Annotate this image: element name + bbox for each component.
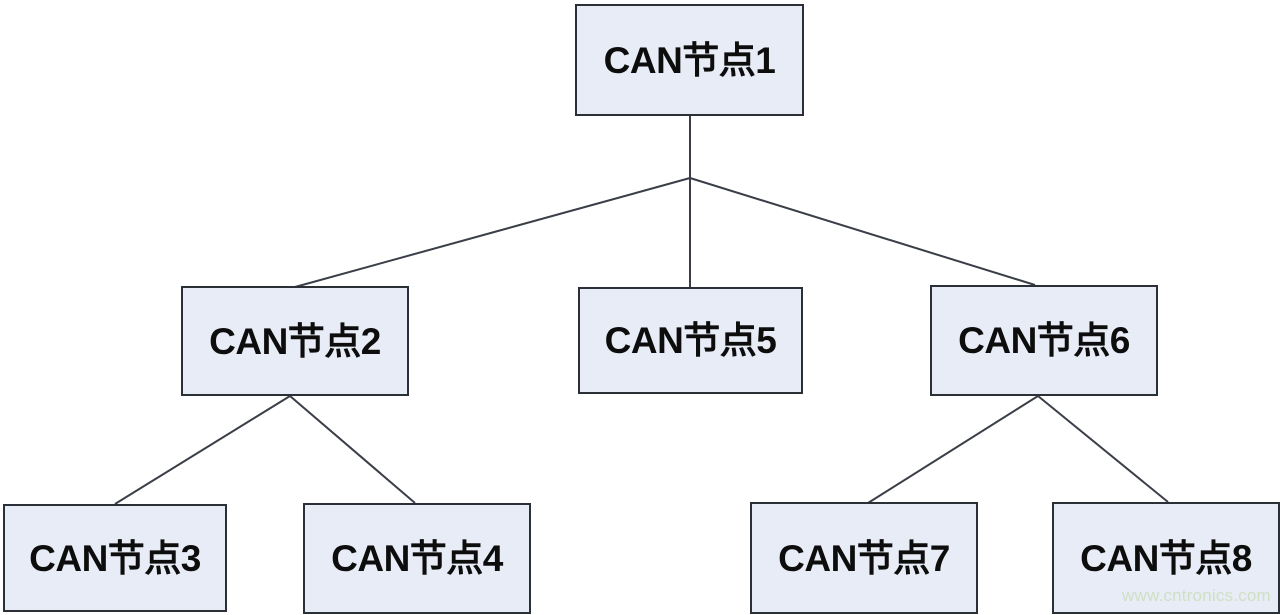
edge-node6-node7 [867, 395, 1039, 504]
node-node7[interactable]: CAN节点7 [750, 502, 978, 614]
node-node2[interactable]: CAN节点2 [181, 286, 409, 396]
node-label: CAN节点3 [29, 537, 201, 579]
node-label: CAN节点5 [604, 320, 777, 361]
edge-node2-node4 [289, 395, 416, 504]
node-node8[interactable]: CAN节点8 [1052, 502, 1280, 614]
node-node1[interactable]: CAN节点1 [575, 4, 804, 116]
node-node6[interactable]: CAN节点6 [930, 285, 1158, 396]
node-node4[interactable]: CAN节点4 [303, 503, 531, 614]
node-node3[interactable]: CAN节点3 [3, 504, 227, 612]
node-label: CAN节点6 [958, 320, 1130, 361]
site-watermark: www.cntronics.com [1122, 586, 1271, 605]
node-label: CAN节点1 [603, 39, 776, 81]
node-node5[interactable]: CAN节点5 [578, 287, 803, 394]
edge-node1-node2 [294, 177, 691, 288]
edge-node6-node8 [1037, 395, 1169, 503]
node-label: CAN节点8 [1080, 537, 1252, 579]
edge-node1-node6 [689, 177, 1036, 286]
node-label: CAN节点2 [209, 320, 381, 362]
node-label: CAN节点4 [331, 538, 503, 579]
edge-node2-node3 [114, 395, 291, 505]
node-label: CAN节点7 [778, 537, 950, 579]
